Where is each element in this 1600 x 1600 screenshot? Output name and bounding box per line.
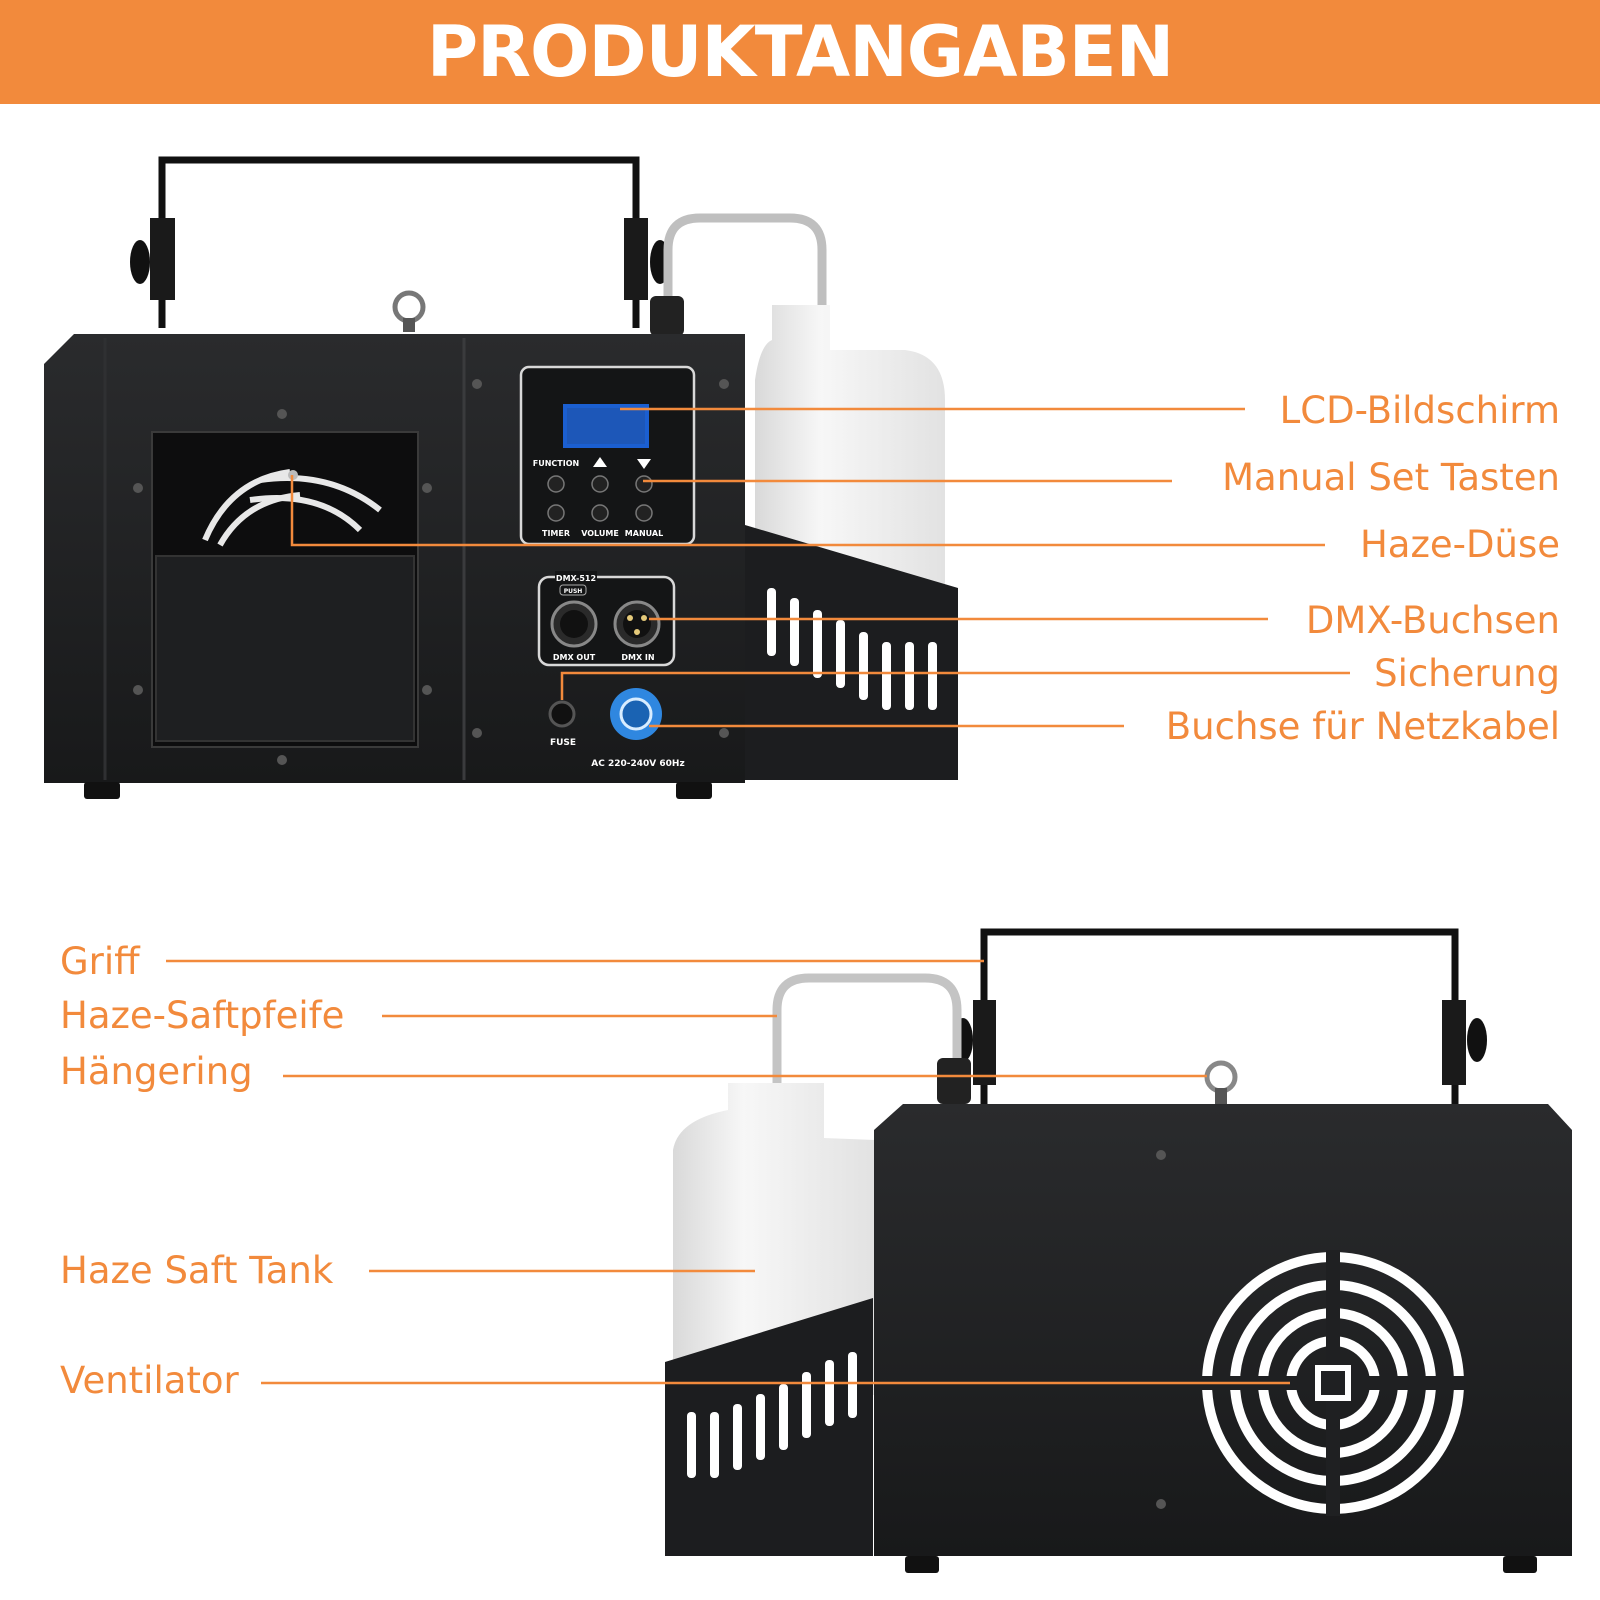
front-tank-holder: [745, 525, 958, 780]
callout-handle: Griff: [60, 940, 140, 983]
function-label: FUNCTION: [533, 459, 579, 468]
back-view-machine: [665, 928, 1572, 1573]
timer-button[interactable]: [547, 504, 565, 522]
header-banner: PRODUKTANGABEN: [0, 0, 1600, 104]
up-arrow-icon: [593, 457, 607, 467]
front-handle: [158, 156, 640, 328]
callout-hang-ring: Hängering: [60, 1050, 253, 1093]
back-callout-lines: [166, 959, 1290, 1385]
page-title: PRODUKTANGABEN: [426, 11, 1174, 93]
back-fluid-tube: [772, 973, 962, 1085]
callout-fluid-pipe: Haze-Saftpfeife: [60, 994, 345, 1037]
power-rating-label: AC 220-240V 60Hz: [591, 759, 684, 769]
timer-label: TIMER: [542, 529, 570, 538]
line-haze-nozzle: [290, 475, 1325, 547]
up-button[interactable]: [591, 475, 609, 493]
callout-power-socket: Buchse für Netzkabel: [1165, 705, 1560, 748]
line-fuse: [560, 671, 1350, 700]
callout-manual-set-buttons: Manual Set Tasten: [1222, 456, 1560, 499]
dmx-title-label: DMX-512: [556, 574, 596, 583]
back-tank-holder: [665, 1298, 873, 1556]
fuse-holder[interactable]: [548, 700, 576, 728]
callout-dmx-sockets: DMX-Buchsen: [1305, 599, 1560, 642]
volume-button[interactable]: [591, 504, 609, 522]
callout-haze-nozzle: Haze-Düse: [1359, 523, 1560, 566]
callout-fan: Ventilator: [60, 1359, 239, 1402]
down-button[interactable]: [635, 475, 653, 493]
manual-button[interactable]: [635, 504, 653, 522]
back-handle: [980, 928, 1459, 1105]
dmx-in-label: DMX IN: [621, 653, 654, 662]
manual-label: MANUAL: [625, 529, 663, 538]
down-arrow-icon: [637, 459, 651, 469]
front-view-machine: FUNCTION TIMER VOLUME MANUAL DMX-512 PUS…: [44, 156, 958, 799]
back-hang-ring: [1204, 1060, 1238, 1094]
front-callout-lines: [290, 407, 1350, 728]
front-hang-ring: [392, 290, 426, 324]
fuse-label: FUSE: [550, 738, 576, 748]
front-fluid-tube: [663, 213, 827, 335]
volume-label: VOLUME: [581, 529, 619, 538]
callout-fuse: Sicherung: [1374, 652, 1560, 695]
callout-lcd-screen: LCD-Bildschirm: [1279, 389, 1560, 432]
callout-fluid-tank: Haze Saft Tank: [60, 1249, 334, 1292]
dmx-out-label: DMX OUT: [553, 653, 596, 662]
function-button[interactable]: [547, 475, 565, 493]
push-label: PUSH: [564, 588, 583, 595]
